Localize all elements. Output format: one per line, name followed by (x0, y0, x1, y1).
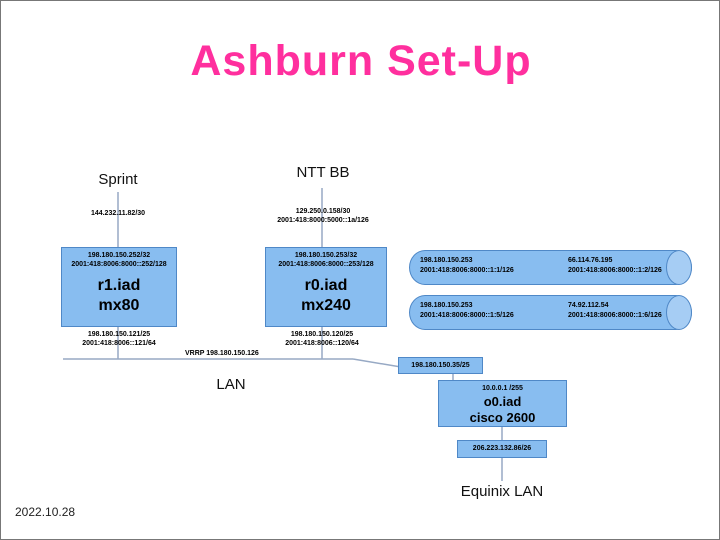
cylinder-end-cap (666, 295, 692, 330)
link-cylinder-2: 198.180.150.253 2001:418:8006:8000::1:5/… (409, 295, 692, 330)
access-model: cisco 2600 (469, 409, 536, 425)
lan-label: LAN (216, 376, 246, 393)
access-lan-ip-box: 198.180.150.35/25 (398, 357, 483, 374)
link1-remote-ipv4: 66.114.76.195 (568, 257, 613, 264)
ntt-uplink-ips: 129.250.0.158/30 2001:418:8000:5000::1a/… (259, 207, 387, 226)
link2-local-ips: 198.180.150.253 2001:418:8006:8000::1:5/… (420, 301, 514, 321)
equinix-lan-label: Equinix LAN (460, 483, 544, 500)
r0-model: mx240 (301, 297, 351, 315)
r1-hostname: r1.iad (97, 277, 141, 295)
access-hostname: o0.iad (483, 394, 522, 410)
r0-lan-ips: 198.180.150.120/25 2001:418:8006::120/64 (266, 330, 378, 349)
r0-lan-ipv6: 2001:418:8006::120/64 (285, 340, 359, 348)
link2-remote-ipv4: 74.92.112.54 (568, 302, 609, 309)
provider-label-sprint: Sprint (98, 171, 138, 188)
link2-local-ipv4: 198.180.150.253 (420, 302, 473, 309)
r1-loopback-ips: 198.180.150.252/32 2001:418:8006:8000::2… (62, 248, 176, 269)
r1-lan-ipv4: 198.180.150.121/25 (87, 331, 151, 338)
r0-name-model: r0.iad mx240 (266, 276, 386, 316)
provider-label-ntt: NTT BB (296, 164, 350, 181)
r1-name-model: r1.iad mx80 (62, 276, 176, 316)
r1-lan-ips: 198.180.150.121/25 2001:418:8006::121/64 (64, 330, 174, 349)
access-router-node: 10.0.0.1 /255 o0.iad cisco 2600 (438, 380, 567, 427)
router-node-r1: 198.180.150.252/32 2001:418:8006:8000::2… (61, 247, 177, 327)
r1-loopback-ipv6: 2001:418:8006:8000::252/128 (71, 261, 167, 269)
link2-remote-ips: 74.92.112.54 2001:418:8006:8000::1:6/126 (568, 301, 662, 321)
link1-local-ips: 198.180.150.253 2001:418:8006:8000::1:1/… (420, 256, 514, 276)
r1-model: mx80 (98, 297, 140, 315)
sprint-uplink-ip: 144.232.11.82/30 (90, 210, 146, 217)
r1-loopback-ipv4: 198.180.150.252/32 (87, 252, 151, 259)
r1-lan-ipv6: 2001:418:8006::121/64 (82, 340, 156, 348)
ntt-uplink-ipv4: 129.250.0.158/30 (295, 208, 351, 215)
link1-local-ipv4: 198.180.150.253 (420, 257, 473, 264)
equinix-ip-box: 206.223.132.86/26 (457, 440, 547, 458)
cylinder-end-cap (666, 250, 692, 285)
link-cylinder-1: 198.180.150.253 2001:418:8006:8000::1:1/… (409, 250, 692, 285)
vrrp-label: VRRP 198.180.150.126 (185, 350, 259, 357)
link1-local-ipv6: 2001:418:8006:8000::1:1/126 (420, 266, 514, 274)
link2-remote-ipv6: 2001:418:8006:8000::1:6/126 (568, 311, 662, 319)
link1-remote-ips: 66.114.76.195 2001:418:8006:8000::1:2/12… (568, 256, 662, 276)
r0-loopback-ipv4: 198.180.150.253/32 (294, 252, 358, 259)
slide-date: 2022.10.28 (15, 505, 76, 519)
access-inner-ip: 10.0.0.1 /255 (482, 385, 523, 392)
r0-loopback-ipv6: 2001:418:8006:8000::253/128 (278, 261, 374, 269)
r0-loopback-ips: 198.180.150.253/32 2001:418:8006:8000::2… (266, 248, 386, 269)
link1-remote-ipv6: 2001:418:8006:8000::1:2/126 (568, 266, 662, 274)
router-node-r0: 198.180.150.253/32 2001:418:8006:8000::2… (265, 247, 387, 327)
page-title: Ashburn Set-Up (190, 37, 532, 85)
r0-hostname: r0.iad (304, 277, 348, 295)
r0-lan-ipv4: 198.180.150.120/25 (290, 331, 354, 338)
link2-local-ipv6: 2001:418:8006:8000::1:5/126 (420, 311, 514, 319)
ntt-uplink-ipv6: 2001:418:8000:5000::1a/126 (277, 217, 369, 225)
